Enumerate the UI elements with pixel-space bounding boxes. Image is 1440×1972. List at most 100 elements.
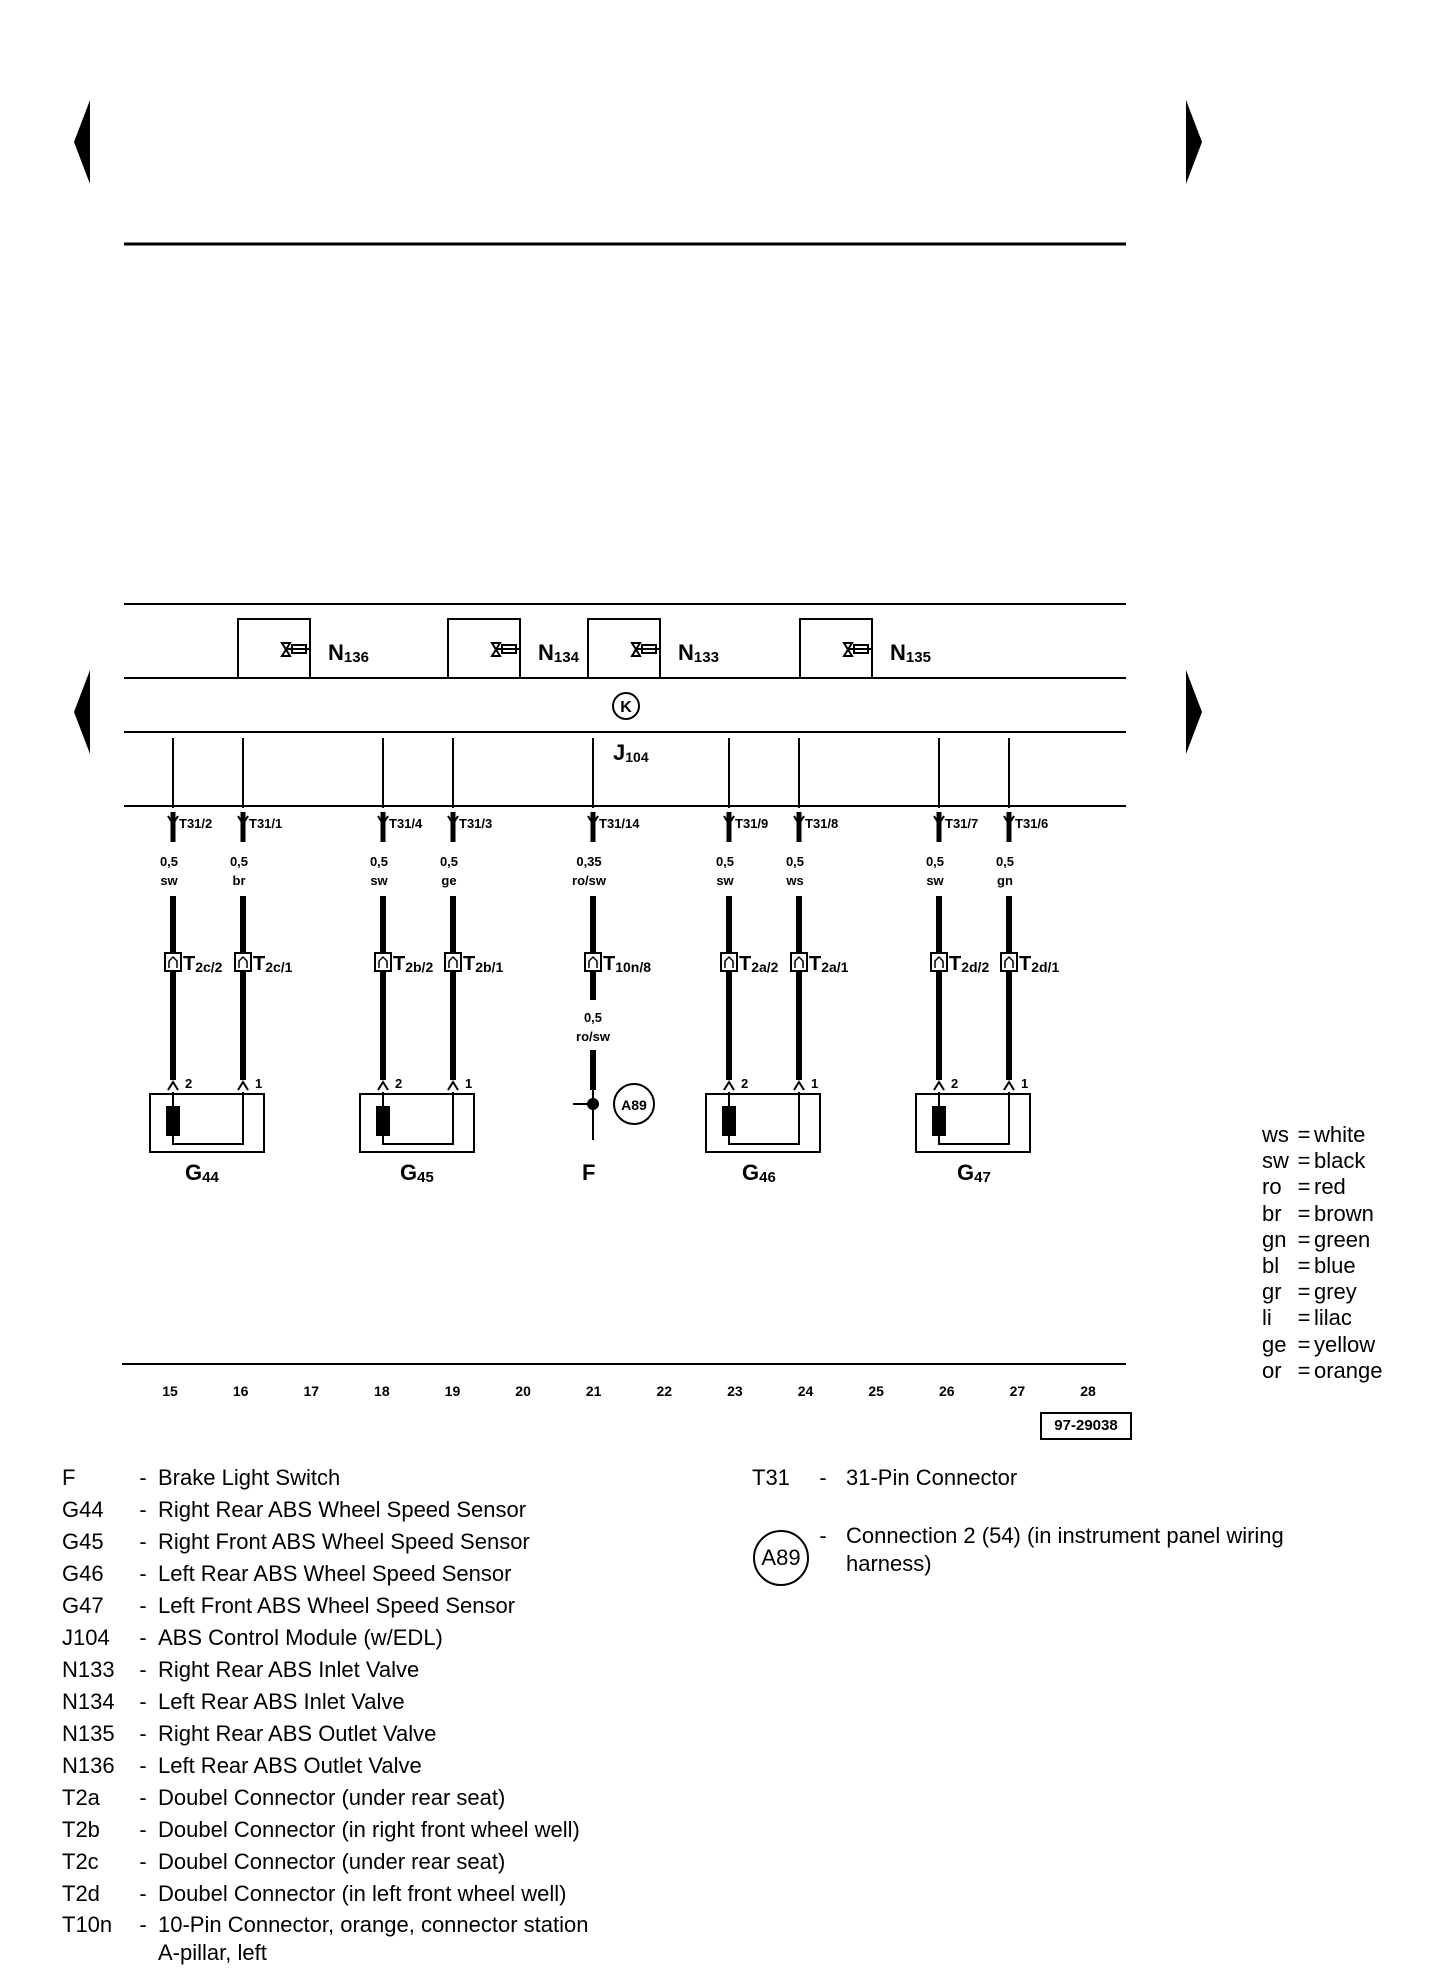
sensor-coil-icon	[376, 1106, 390, 1136]
key-row: N136-Left Rear ABS Outlet Valve	[62, 1753, 422, 1778]
key-row: T2c-Doubel Connector (under rear seat)	[62, 1849, 506, 1874]
next-page-arrow-mid[interactable]	[1186, 670, 1202, 754]
sensor-pin-label: 2	[395, 1076, 402, 1091]
track-number: 21	[586, 1383, 602, 1399]
pin-label: T31/2	[179, 816, 212, 831]
legend-row: ws=white	[1262, 1122, 1366, 1147]
pin-label: T31/8	[805, 816, 838, 831]
pin-label: T31/7	[945, 816, 978, 831]
wire-gauge: 0,5	[440, 854, 458, 869]
sensor-box	[149, 1093, 265, 1153]
track-number: 23	[727, 1383, 743, 1399]
key-row: F-Brake Light Switch	[62, 1465, 341, 1490]
key-row: T2b-Doubel Connector (in right front whe…	[62, 1817, 580, 1842]
sensor-box	[359, 1093, 475, 1153]
sensor-pin-label: 2	[741, 1076, 748, 1091]
pin-label: T31/1	[249, 816, 282, 831]
connector-label: T2d/2	[949, 953, 989, 975]
pin-label: T31/3	[459, 816, 492, 831]
module-label: J104	[613, 740, 649, 765]
track-number: 19	[445, 1383, 461, 1399]
valve-label: N133	[678, 640, 719, 666]
sensor-pin-label: 1	[465, 1076, 472, 1091]
connector-icon	[164, 952, 182, 972]
sensor-label: G46	[742, 1160, 776, 1186]
ground-circle-icon	[612, 692, 640, 720]
legend-row: or=orange	[1262, 1357, 1383, 1383]
pin-arrow-icon	[723, 1080, 735, 1091]
valve-label: N136	[328, 640, 369, 666]
wire-color: sw	[160, 873, 178, 888]
sensor-label: F	[582, 1160, 595, 1185]
pin-arrow-icon	[1003, 1080, 1015, 1091]
pin-label: T31/9	[735, 816, 768, 831]
sensor-box	[705, 1093, 821, 1153]
sensor-pin-label: 1	[1021, 1076, 1028, 1091]
sensor-pin-label: 2	[951, 1076, 958, 1091]
wire-gauge: 0,5	[230, 854, 248, 869]
key-row: G45-Right Front ABS Wheel Speed Sensor	[62, 1529, 530, 1554]
connector-icon	[930, 952, 948, 972]
wire-color: ge	[441, 873, 456, 888]
connector-icon	[720, 952, 738, 972]
next-page-arrow-top[interactable]	[1186, 100, 1202, 184]
connector-icon	[790, 952, 808, 972]
legend-row: bl=blue	[1262, 1253, 1356, 1279]
legend-row: br=brown	[1262, 1200, 1374, 1226]
pin-label: T31/6	[1015, 816, 1048, 831]
key-row: T2a-Doubel Connector (under rear seat)	[62, 1785, 506, 1810]
key-row: T2d-Doubel Connector (in left front whee…	[62, 1881, 567, 1906]
sensor-coil-icon	[722, 1106, 736, 1136]
track-number: 24	[798, 1383, 814, 1399]
wires-group: T31/20,5swT2c/2T31/10,5brT2c/1T31/40,5sw…	[160, 738, 1059, 1140]
lower-wire-gauge: 0,5	[584, 1010, 602, 1025]
track-number: 25	[868, 1383, 884, 1399]
prev-page-arrow-top[interactable]	[74, 100, 90, 184]
connector-icon	[444, 952, 462, 972]
wire-gauge: 0,35	[576, 854, 601, 869]
key-row: G47-Left Front ABS Wheel Speed Sensor	[62, 1593, 516, 1618]
track-number: 18	[374, 1383, 390, 1399]
wire-color: ws	[785, 873, 803, 888]
sensor-pin-label: 1	[811, 1076, 818, 1091]
key-row: harness)	[846, 1551, 932, 1576]
track-number: 28	[1080, 1383, 1096, 1399]
pin-arrow-icon	[933, 1080, 945, 1091]
key-row: J104-ABS Control Module (w/EDL)	[62, 1625, 443, 1650]
pin-label: T31/14	[599, 816, 640, 831]
track-number: 15	[162, 1383, 178, 1399]
connector-label: T2d/1	[1019, 953, 1059, 975]
wire-color: sw	[370, 873, 388, 888]
valve-symbol-icon	[842, 642, 872, 657]
sensor-coil-icon	[166, 1106, 180, 1136]
valve-symbol-icon	[630, 642, 660, 657]
track-number: 27	[1010, 1383, 1026, 1399]
connector-label: T2b/2	[393, 953, 433, 975]
wire-gauge: 0,5	[996, 854, 1014, 869]
legend-row: gr=grey	[1262, 1279, 1357, 1305]
pin-arrow-icon	[793, 1080, 805, 1091]
connector-icon	[234, 952, 252, 972]
track-number: 16	[233, 1383, 249, 1399]
sensor-coil-icon	[932, 1106, 946, 1136]
connector-label: T2b/1	[463, 953, 503, 975]
prev-page-arrow-mid[interactable]	[74, 670, 90, 754]
wire-color: sw	[926, 873, 944, 888]
a89-connection-icon: A89	[753, 1530, 809, 1586]
valve-label: N135	[890, 640, 931, 666]
pin-arrow-icon	[377, 1080, 389, 1091]
connector-icon	[374, 952, 392, 972]
key-row: G46-Left Rear ABS Wheel Speed Sensor	[62, 1561, 512, 1586]
a89-label: A89	[621, 1097, 647, 1113]
reference-number: 97-29038	[1040, 1412, 1132, 1440]
key-row: T31-31-Pin Connector	[752, 1465, 1018, 1490]
key-row: -Connection 2 (54) (in instrument panel …	[819, 1523, 1284, 1548]
sensor-pin-label: 1	[255, 1076, 262, 1091]
key-row: N133-Right Rear ABS Inlet Valve	[62, 1657, 420, 1682]
connector-icon	[584, 952, 602, 972]
a89-circle-icon	[613, 1083, 655, 1125]
key-row: N134-Left Rear ABS Inlet Valve	[62, 1689, 405, 1714]
